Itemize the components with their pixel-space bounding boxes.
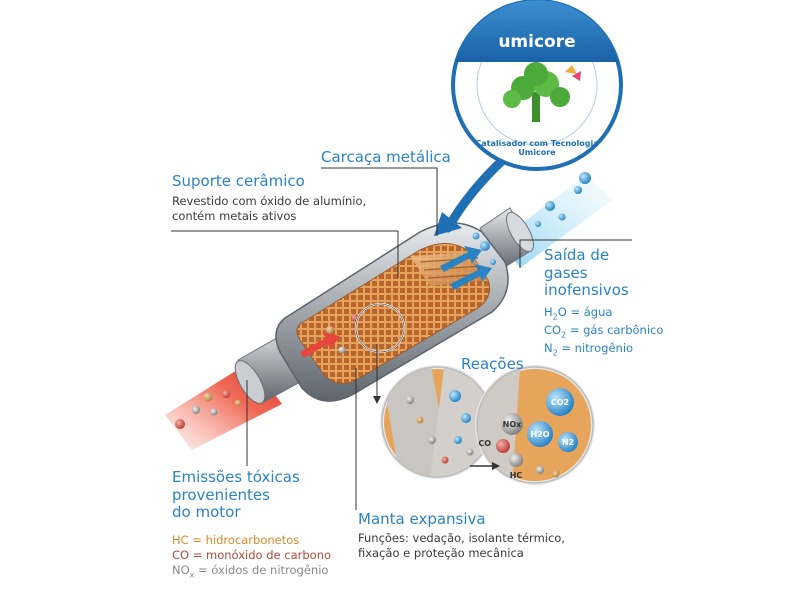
umicore-brand: umicore bbox=[498, 32, 576, 52]
molecule-label-n2: N2 bbox=[562, 438, 574, 447]
reaction-circle-right bbox=[475, 365, 595, 485]
reaction-arrow bbox=[470, 462, 500, 470]
emissoes-items: HC = hidrocarbonetos CO = monóxido de ca… bbox=[172, 533, 331, 581]
emissoes-line-3: do motor bbox=[172, 503, 241, 522]
label-reacoes: Reações bbox=[461, 355, 524, 373]
label-saida-gases: Saída de gases inofensivos bbox=[544, 246, 629, 300]
label-emissoes-toxicas: Emissões tóxicas provenientes do motor bbox=[172, 468, 300, 522]
molecule-label-co: CO bbox=[478, 439, 491, 448]
leader-saida bbox=[519, 239, 632, 268]
outlet-molecules bbox=[535, 172, 591, 227]
label-manta-expansiva: Manta expansiva bbox=[358, 510, 486, 528]
saida-item-co2: CO2 = gás carbônico bbox=[544, 322, 664, 340]
label-manta-desc: Funções: vedação, isolante térmico, fixa… bbox=[358, 531, 565, 561]
inner-flow-arrows bbox=[300, 246, 492, 358]
inlet-molecules bbox=[175, 390, 241, 429]
molecule-label-co2: CO2 bbox=[551, 398, 569, 407]
leader-lines bbox=[171, 167, 632, 510]
reaction-circle-left bbox=[380, 365, 494, 479]
molecule-label-hc: HC bbox=[510, 471, 523, 480]
saida-line-2: gases bbox=[544, 263, 588, 282]
emissoes-item-hc: HC = hidrocarbonetos bbox=[172, 533, 300, 547]
suporte-desc-line-2: contém metais ativos bbox=[172, 209, 297, 224]
green-tree-butterfly-icon bbox=[503, 62, 581, 122]
saida-items: H2O = água CO2 = gás carbônico N2 = nitr… bbox=[544, 305, 663, 359]
label-suporte-ceramico: Suporte cerâmico bbox=[172, 172, 305, 190]
saida-line-1: Saída de bbox=[544, 246, 610, 264]
emissoes-item-co: CO = monóxido de carbono bbox=[172, 548, 332, 563]
emissoes-line-2: provenientes bbox=[172, 485, 270, 504]
saida-item-n2: N2 = nitrogênio bbox=[544, 340, 634, 357]
manta-desc-line-1: Funções: vedação, isolante térmico, bbox=[358, 531, 565, 545]
badge-ring-text: Catalisador com Tecnologia Umicore bbox=[475, 139, 599, 157]
saida-line-3: inofensivos bbox=[544, 281, 629, 300]
inner-molecules bbox=[326, 232, 496, 354]
leader-carcaca bbox=[321, 167, 438, 236]
label-suporte-desc: Revestido com óxido de alumínio, contém … bbox=[172, 194, 366, 224]
emissoes-line-1: Emissões tóxicas bbox=[172, 468, 300, 486]
saida-item-h2o: H2O = água bbox=[544, 305, 613, 322]
leader-suporte bbox=[171, 230, 399, 278]
emissoes-item-nox: NOx = óxidos de nitrogênio bbox=[172, 563, 329, 580]
umicore-badge bbox=[451, 0, 623, 171]
suporte-desc-line-1: Revestido com óxido de alumínio, bbox=[172, 194, 367, 208]
molecule-label-h2o: H2O bbox=[530, 430, 549, 439]
manta-desc-line-2: fixação e proteção mecânica bbox=[358, 546, 524, 561]
molecule-label-nox: NOx bbox=[503, 420, 522, 429]
label-carcaca-metalica: Carcaça metálica bbox=[321, 148, 451, 166]
